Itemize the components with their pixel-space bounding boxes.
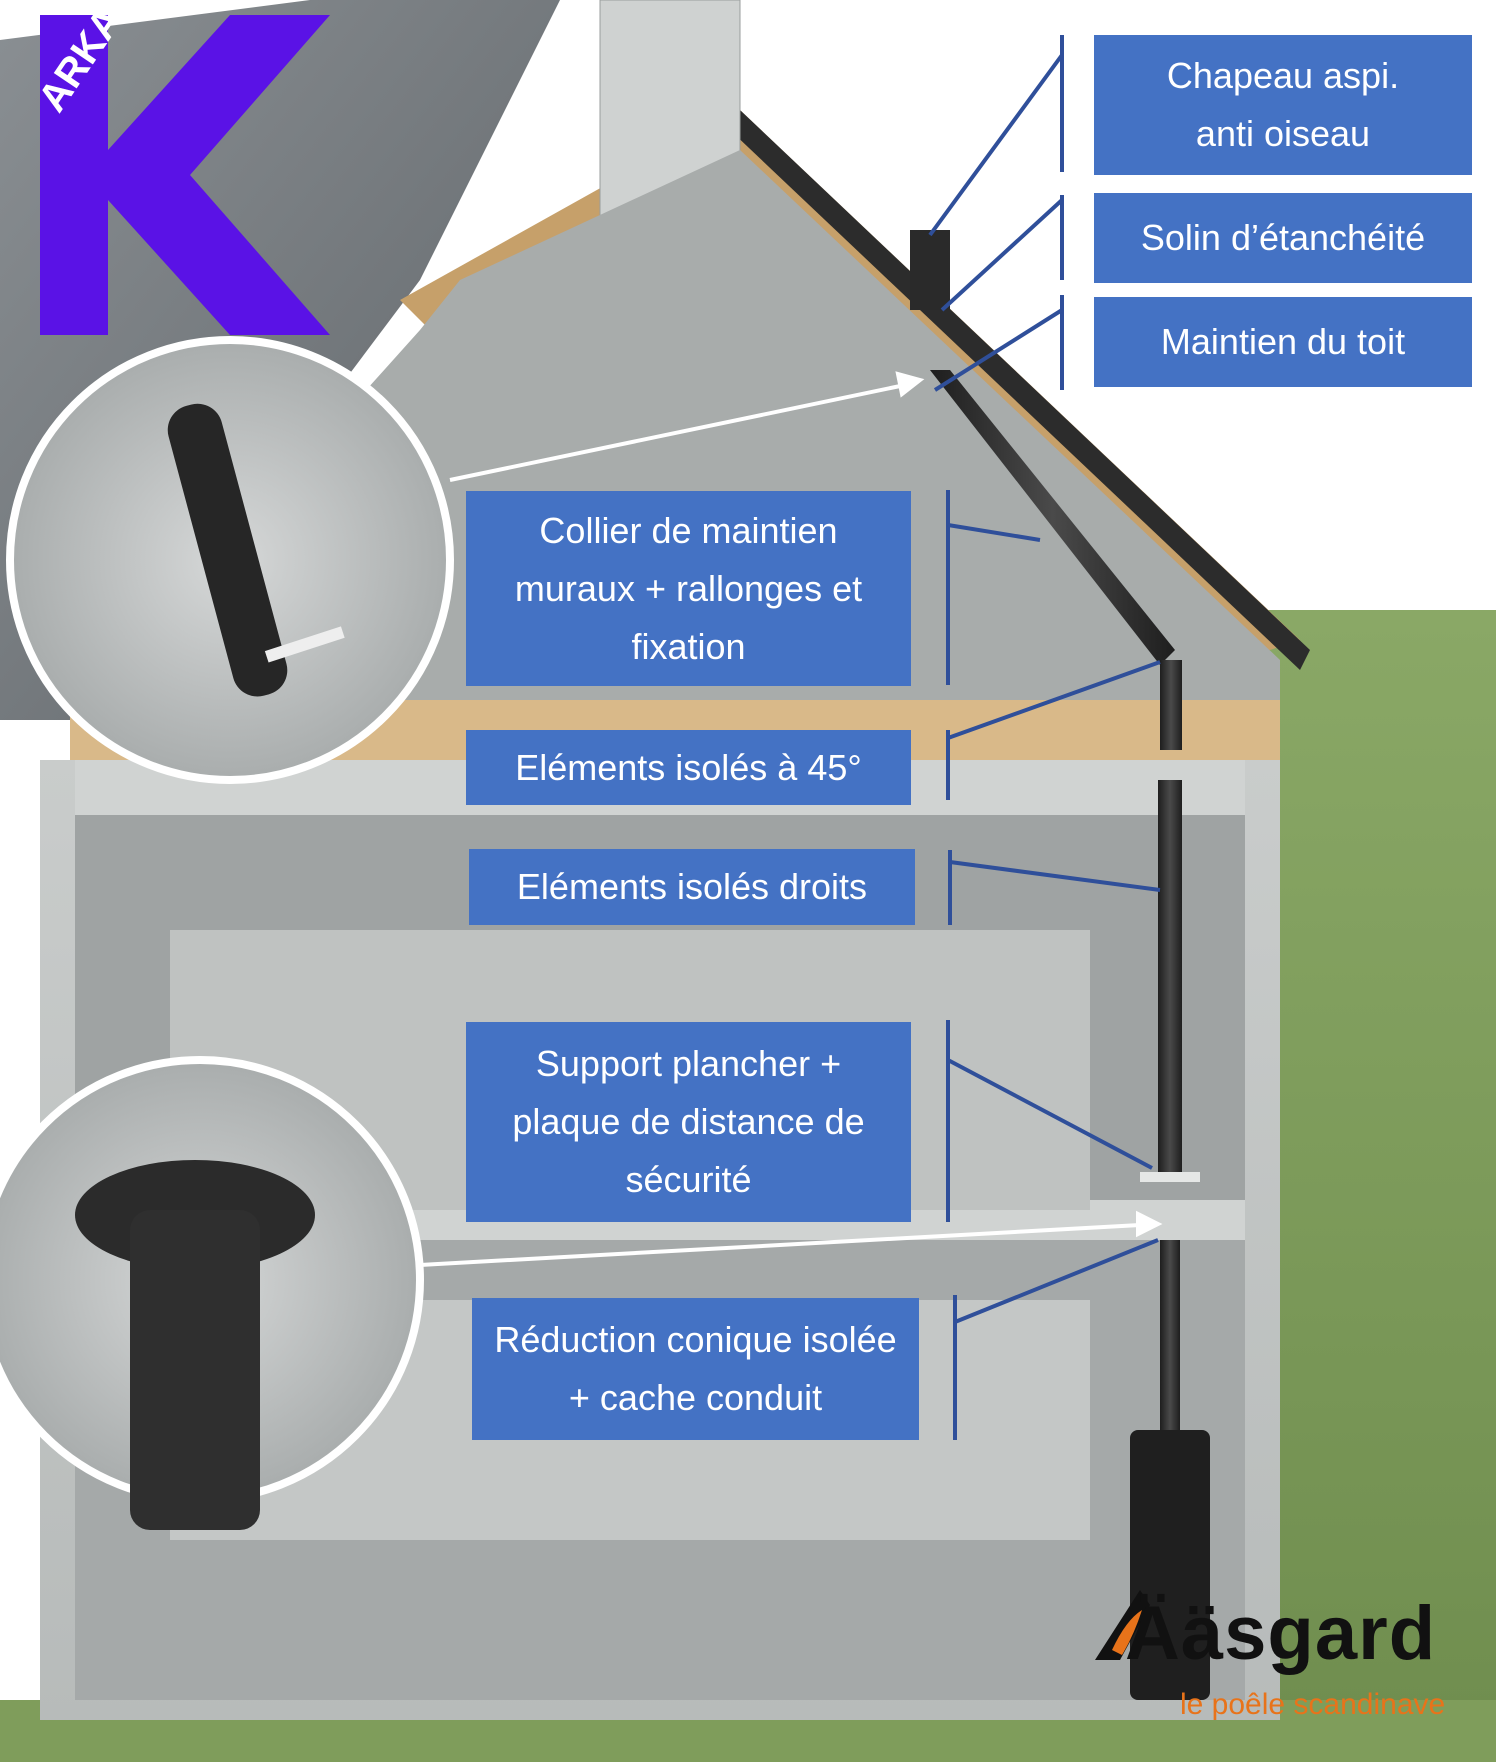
detail-roof-clamp	[264, 626, 345, 663]
stove	[1130, 1430, 1210, 1700]
roof-right-edge	[730, 110, 1310, 670]
leader-lines	[928, 35, 1161, 1440]
label-support: Support plancher + plaque de distance de…	[466, 1022, 911, 1222]
arkam-logo-k	[40, 15, 330, 335]
arkam-logo	[40, 15, 330, 335]
detail-arrows	[419, 371, 1163, 1267]
pipe-straight	[1158, 780, 1182, 1180]
pipe-upper-vertical	[1160, 660, 1182, 750]
label-elements-droits: Eléments isolés droits	[469, 849, 915, 925]
floor-support-plate	[1140, 1172, 1200, 1182]
aasgard-logo-name: Ääsgard	[1125, 1591, 1437, 1676]
label-chapeau: Chapeau aspi. anti oiseau	[1094, 35, 1472, 175]
detail-roof-pipe	[167, 403, 288, 697]
aasgard-logo-tagline: le poêle scandinave	[1180, 1688, 1446, 1721]
label-reduction: Réduction conique isolée + cache conduit	[472, 1298, 919, 1440]
pipe-45-section	[930, 370, 1175, 665]
label-solin: Solin d’étanchéité	[1094, 193, 1472, 283]
label-maintien-toit: Maintien du toit	[1094, 297, 1472, 387]
label-collier: Collier de maintien muraux + rallonges e…	[466, 491, 911, 686]
label-elements-45: Eléments isolés à 45°	[466, 730, 911, 805]
aasgard-logo-mark	[1095, 1590, 1150, 1660]
detail-floor-pipe	[130, 1210, 260, 1530]
pipe-lower	[1160, 1240, 1180, 1440]
roof-cap	[910, 230, 950, 310]
